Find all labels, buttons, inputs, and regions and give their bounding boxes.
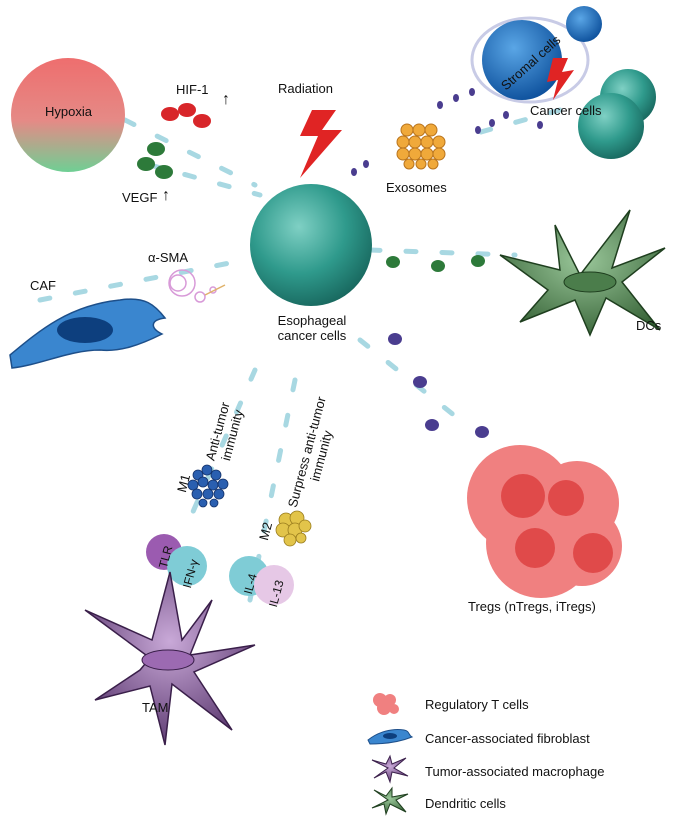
path-m1 xyxy=(182,367,258,533)
vegf-label: VEGF xyxy=(122,190,158,205)
path-exosome xyxy=(467,107,563,138)
legend-macrophage-icon xyxy=(371,754,409,784)
path-tregs xyxy=(357,337,463,423)
radiation-label: Radiation xyxy=(278,81,333,96)
radiation-bolt xyxy=(300,110,342,178)
path-hypoxia xyxy=(122,117,258,188)
m1-cluster xyxy=(187,464,229,508)
cancer-cell-front xyxy=(578,93,644,159)
alpha-sma-vesicles xyxy=(168,269,226,303)
tam-label: TAM xyxy=(142,700,169,715)
alpha-sma-label: α-SMA xyxy=(148,250,189,265)
vegf-dots xyxy=(137,142,173,179)
hypoxia-label: Hypoxia xyxy=(45,104,92,119)
hif1-dots xyxy=(161,103,211,128)
hif1-label: HIF-1 xyxy=(176,82,209,97)
path-dcs xyxy=(367,247,518,258)
stromal-cell-large xyxy=(482,20,562,100)
caf-nucleus xyxy=(57,317,113,343)
legend-fibroblast-icon xyxy=(367,729,414,745)
legend-label-cancer-associated-fibroblast: Cancer-associated fibroblast xyxy=(425,731,590,746)
dcs-label: DCs xyxy=(636,318,662,333)
treg-cluster xyxy=(467,445,622,598)
stromal-bolt xyxy=(547,58,574,100)
vegf-up-arrow: ↑ xyxy=(162,187,170,204)
tregs-label: Tregs (nTregs, iTregs) xyxy=(468,599,596,614)
dc-nucleus xyxy=(563,271,617,293)
cancer-cells-label: Cancer cells xyxy=(530,103,602,118)
ifn-receptor xyxy=(167,546,207,586)
exosome-cluster xyxy=(396,123,446,170)
exosomes-label: Exosomes xyxy=(386,180,447,195)
treg-nuclei xyxy=(501,474,613,573)
esophageal-cancer-cell xyxy=(250,184,372,306)
legend-dendritic-icon xyxy=(371,786,409,816)
caf-label: CAF xyxy=(30,278,56,293)
legend-treg-icon xyxy=(373,693,399,715)
hif1-up-arrow: ↑ xyxy=(222,91,230,108)
treg-signal-dots xyxy=(388,333,489,438)
tam-nucleus xyxy=(141,649,195,671)
m2-cluster xyxy=(275,510,312,547)
legend-label-tumor-associated-macrophage: Tumor-associated macrophage xyxy=(425,764,605,779)
exosome-particles xyxy=(351,88,543,176)
dc-signal-dots xyxy=(386,255,485,272)
hypoxia-cell xyxy=(11,58,125,172)
legend-label-regulatory-t-cells: Regulatory T cells xyxy=(425,697,529,712)
esophageal-cancer-cells-label: Esophageal cancer cells xyxy=(277,313,347,343)
il13-receptor xyxy=(254,565,294,605)
stromal-cell-small xyxy=(566,6,602,42)
legend-label-dendritic-cells: Dendritic cells xyxy=(425,796,506,811)
stromal-halo xyxy=(470,16,590,104)
path-caf xyxy=(37,257,248,303)
